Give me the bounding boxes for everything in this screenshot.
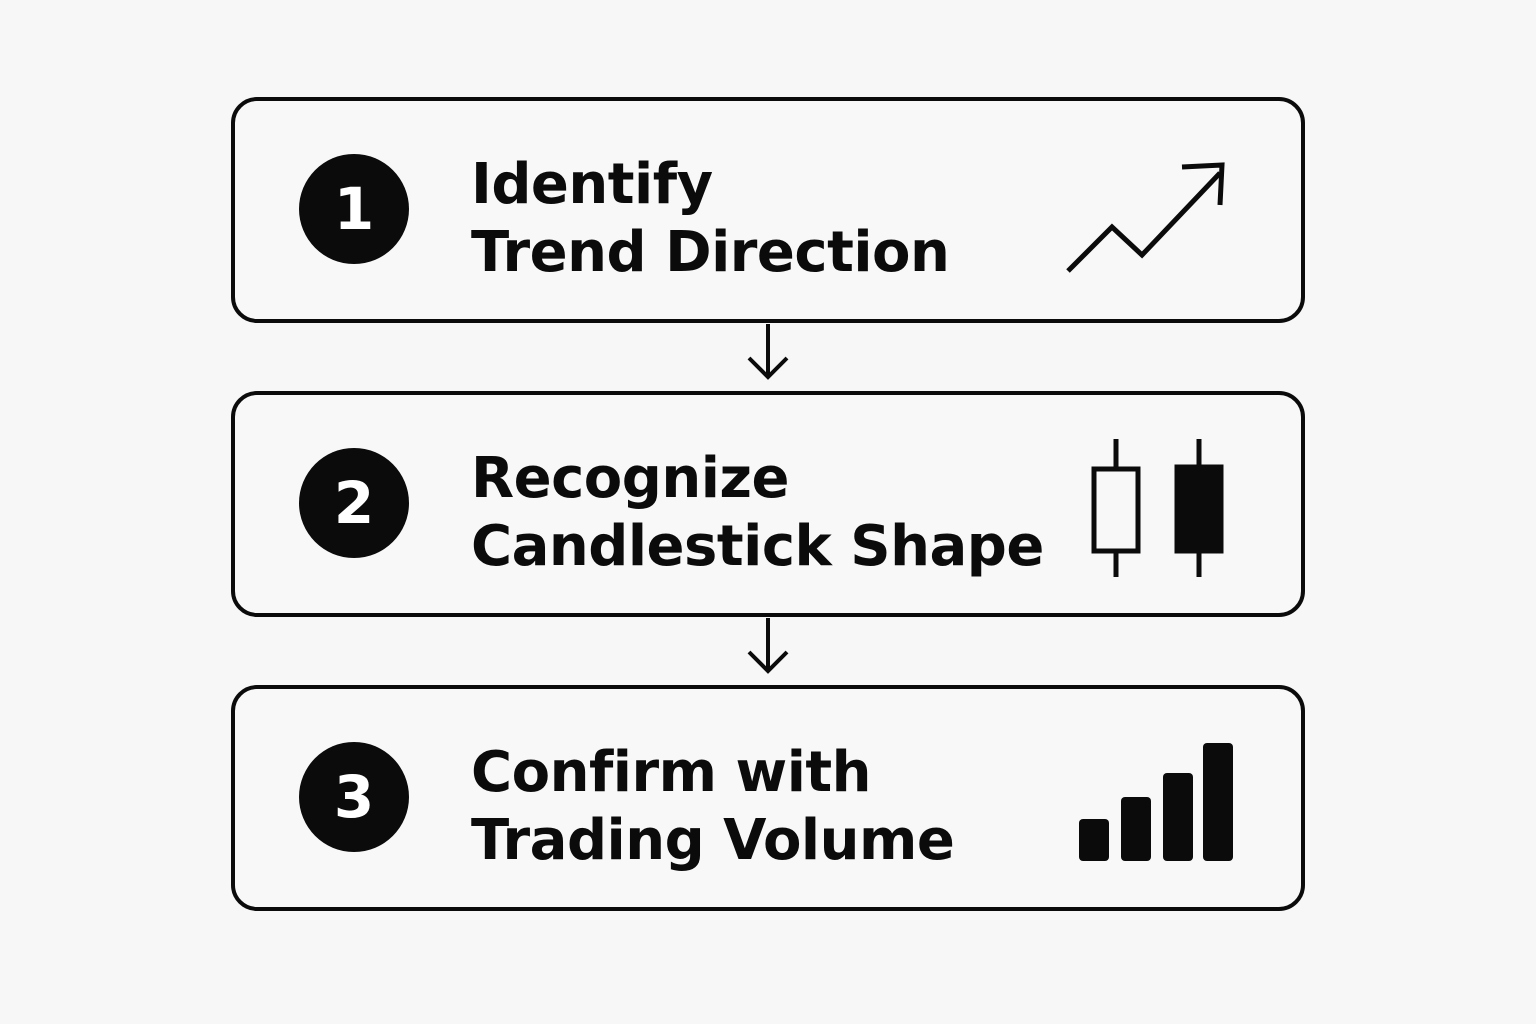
volume-bars-icon (1079, 743, 1233, 861)
step-title: Confirm with Trading Volume (471, 739, 955, 875)
step-title: Recognize Candlestick Shape (471, 445, 1044, 581)
step-number-badge: 3 (299, 742, 409, 852)
candlestick-icon (1091, 439, 1224, 577)
step-title: Identify Trend Direction (471, 151, 950, 287)
step-title-line-1: Identify (471, 152, 713, 217)
step-card-recognize-candlestick: 2 Recognize Candlestick Shape (231, 391, 1305, 617)
down-arrow-icon (747, 324, 789, 380)
step-card-identify-trend: 1 Identify Trend Direction (231, 97, 1305, 323)
step-title-line-1: Recognize (471, 446, 789, 511)
step-title-line-2: Trend Direction (471, 220, 950, 285)
step-number-badge: 2 (299, 448, 409, 558)
down-arrow-icon (747, 618, 789, 674)
trend-up-arrow-icon (1066, 162, 1225, 273)
step-card-confirm-volume: 3 Confirm with Trading Volume (231, 685, 1305, 911)
step-number-badge: 1 (299, 154, 409, 264)
step-title-line-2: Trading Volume (471, 808, 955, 873)
step-title-line-1: Confirm with (471, 740, 872, 805)
step-title-line-2: Candlestick Shape (471, 514, 1044, 579)
